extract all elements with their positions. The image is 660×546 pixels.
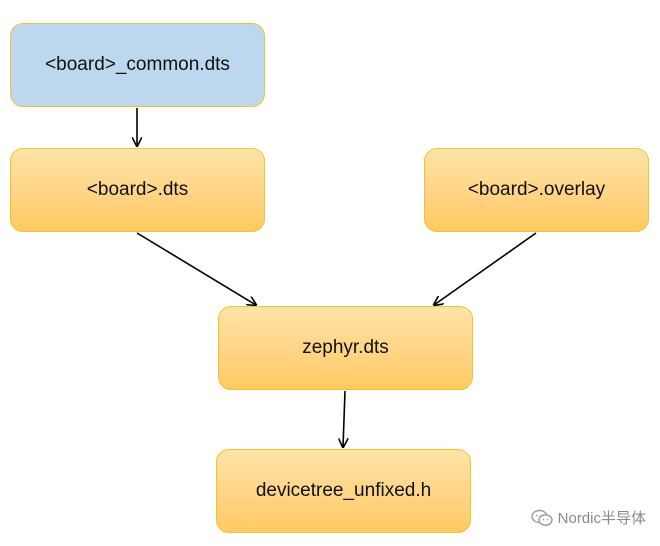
node-label: <board>_common.dts xyxy=(45,54,230,75)
watermark: Nordic半导体 xyxy=(530,507,646,528)
node-devicetree-unfixed-h: devicetree_unfixed.h xyxy=(216,449,471,533)
wechat-icon xyxy=(530,509,553,526)
node-label: devicetree_unfixed.h xyxy=(255,480,432,501)
arrow-dts-to-zephyr xyxy=(136,232,256,305)
node-board-common-dts: <board>_common.dts xyxy=(10,23,265,107)
node-board-overlay: <board>.overlay xyxy=(424,148,649,232)
node-label: zephyr.dts xyxy=(302,337,389,358)
node-zephyr-dts: zephyr.dts xyxy=(218,306,473,390)
node-label: <board>.dts xyxy=(86,179,189,200)
arrow-zephyr-to-header xyxy=(343,390,345,447)
arrow-overlay-to-zephyr xyxy=(434,232,537,305)
watermark-text: Nordic半导体 xyxy=(557,510,646,527)
node-board-dts: <board>.dts xyxy=(10,148,265,232)
node-label: <board>.overlay xyxy=(467,179,606,200)
